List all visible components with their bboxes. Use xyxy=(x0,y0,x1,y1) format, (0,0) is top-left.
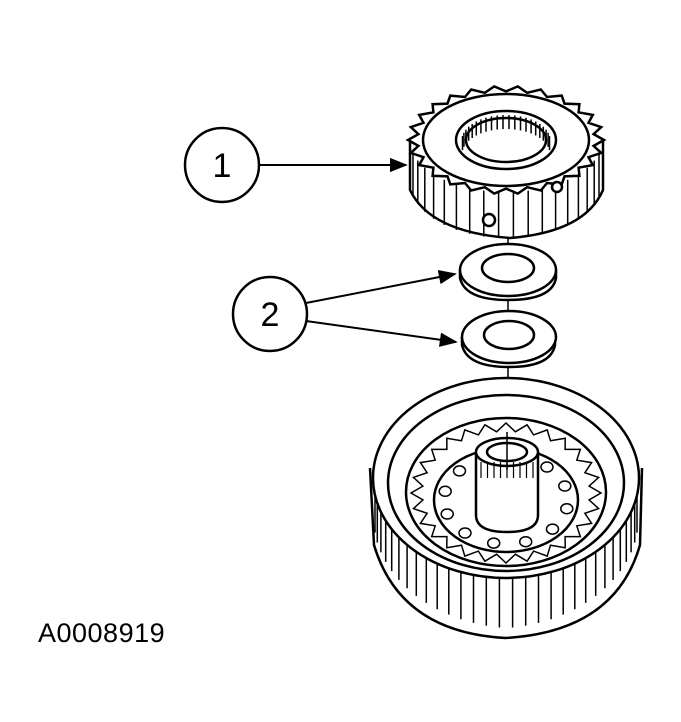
bearing-inner xyxy=(464,116,548,164)
thrust-washer-lower xyxy=(460,309,558,369)
callout-circle xyxy=(231,275,309,353)
hub-hole xyxy=(452,465,467,477)
planetary-carrier-drum xyxy=(368,376,644,640)
callout-2: 2 xyxy=(231,270,458,353)
sun-gear-part xyxy=(405,84,607,240)
callout-leader xyxy=(305,270,457,304)
callout-1: 1 xyxy=(183,126,408,204)
internal-tooth-ring xyxy=(409,421,603,565)
callout-number: 1 xyxy=(213,147,232,185)
hub-hole xyxy=(486,537,501,549)
hub-hole xyxy=(438,485,452,498)
gear-oil-hole xyxy=(481,212,497,228)
hub-hole xyxy=(540,461,554,473)
shaft-body xyxy=(474,452,540,534)
hub-hole xyxy=(458,527,472,539)
shaft-splines xyxy=(480,462,534,478)
figure-id: A0008919 xyxy=(38,618,166,648)
hub-hole xyxy=(518,535,533,548)
gear-oil-hole xyxy=(550,180,564,194)
callout-leader xyxy=(305,320,458,347)
hub-hole xyxy=(558,480,572,492)
hub-hole xyxy=(440,508,454,520)
callout-number: 2 xyxy=(261,296,280,334)
thrust-washer-upper xyxy=(458,242,558,302)
hub-hole xyxy=(545,523,560,535)
internal-gear-teeth xyxy=(409,421,603,565)
hub-hole xyxy=(560,502,574,515)
gear-side-teeth xyxy=(412,152,600,238)
bearing-needles xyxy=(461,115,551,151)
